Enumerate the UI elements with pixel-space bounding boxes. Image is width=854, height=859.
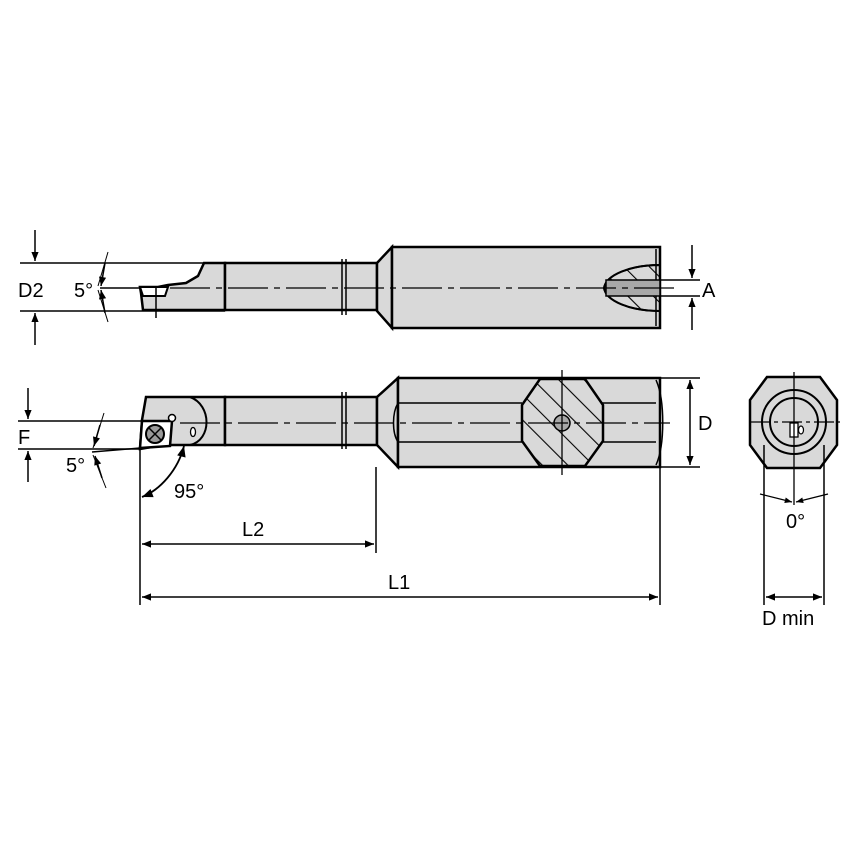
label-angle-side: 5° xyxy=(66,455,85,477)
label-end-angle: 0° xyxy=(786,511,805,533)
label-f: F xyxy=(18,427,30,449)
label-l2: L2 xyxy=(242,519,264,541)
length-dimensions: L2 L1 xyxy=(139,449,661,605)
label-angle-top: 5° xyxy=(74,280,93,302)
side-view: F 5° 95° D xyxy=(18,370,712,503)
label-d: D xyxy=(698,413,712,435)
label-d2: D2 xyxy=(18,280,44,302)
top-neck xyxy=(223,261,379,312)
top-view: D2 5° A xyxy=(18,230,716,345)
label-d-min: D min xyxy=(762,608,814,630)
label-approach-angle: 95° xyxy=(174,481,204,503)
top-insert xyxy=(138,286,170,297)
end-view: 0° D min xyxy=(748,372,840,630)
label-l1: L1 xyxy=(388,572,410,594)
label-a: A xyxy=(702,280,716,302)
